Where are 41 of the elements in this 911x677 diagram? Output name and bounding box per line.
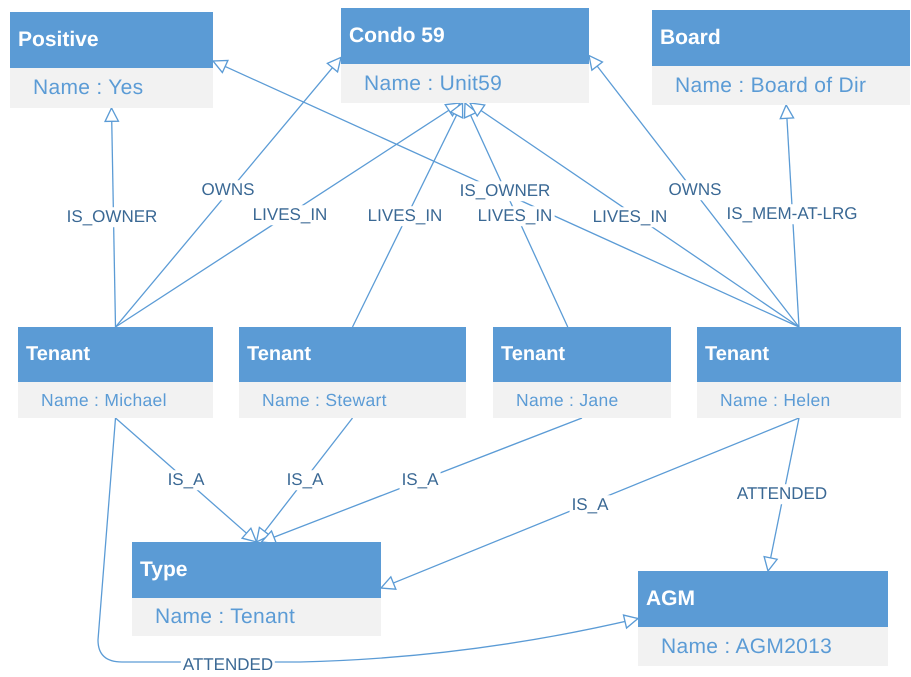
property-text: Name : AGM2013 xyxy=(661,634,832,658)
entity-box xyxy=(341,8,589,103)
property-text: Name : Michael xyxy=(41,390,167,410)
edge-label: OWNS xyxy=(666,180,724,200)
arrow xyxy=(115,102,461,328)
arrow xyxy=(469,102,800,328)
entity-box xyxy=(239,327,466,418)
property-text: Name : Yes xyxy=(33,76,144,100)
arrow xyxy=(380,417,800,590)
entity-header: Tenant xyxy=(239,327,466,382)
arrow xyxy=(780,104,800,328)
arrow xyxy=(212,60,800,328)
edge-label: IS_A xyxy=(400,470,440,490)
arrow xyxy=(104,107,120,328)
entity-header: Tenant xyxy=(18,327,213,382)
entity-header: Positive xyxy=(10,12,213,68)
entity-box xyxy=(638,571,888,666)
entity-box xyxy=(493,327,671,418)
edge-label: IS_A xyxy=(570,495,610,515)
edge-label: ATTENDED xyxy=(734,484,830,504)
property-text: Name : Unit59 xyxy=(364,72,502,96)
entity-header: Tenant xyxy=(493,327,671,382)
entity-header: AGM xyxy=(638,571,888,627)
arrow xyxy=(115,56,342,328)
property-text: Name : Board of Dir xyxy=(675,74,866,98)
edge-label: OWNS xyxy=(200,180,256,200)
property-text: Name : Stewart xyxy=(262,390,387,410)
entity-header: Condo 59 xyxy=(341,8,589,64)
entity-box xyxy=(697,327,901,418)
entity-box xyxy=(10,12,213,108)
property-text: Name : Jane xyxy=(516,390,619,410)
entity-box xyxy=(132,542,381,636)
entity-header: Tenant xyxy=(697,327,901,382)
arrow xyxy=(352,102,464,328)
entity-box xyxy=(652,10,910,105)
arrow xyxy=(588,54,800,328)
entity-header: Board xyxy=(652,10,910,66)
property-text: Name : Helen xyxy=(720,390,831,410)
property-text: Name : Tenant xyxy=(155,605,296,629)
entity-box xyxy=(18,327,213,418)
entity-header: Type xyxy=(132,542,381,598)
